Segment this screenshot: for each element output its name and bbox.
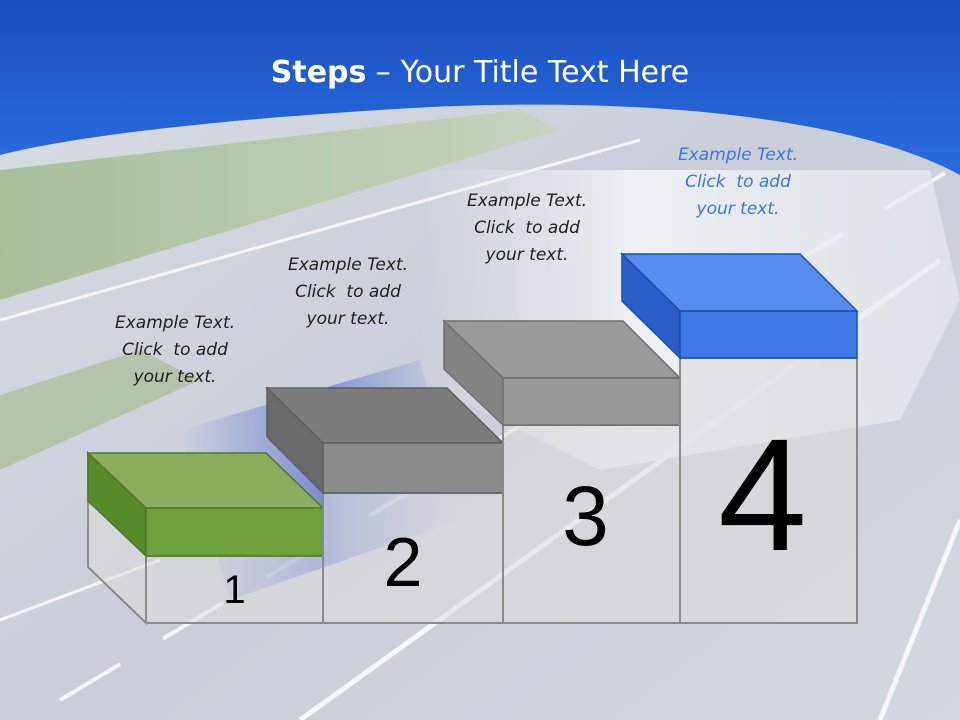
slide-title[interactable]: Steps – Your Title Text Here (0, 55, 960, 90)
step-3-block[interactable] (442, 319, 682, 624)
step-4-block[interactable] (620, 252, 859, 624)
step-2-number[interactable]: 2 (383, 523, 423, 601)
title-rest-text: – Your Title Text Here (366, 55, 690, 90)
title-bold-text: Steps (270, 55, 367, 90)
step-2-block[interactable] (265, 386, 505, 624)
step-1-block[interactable] (86, 450, 325, 626)
step-3-number[interactable]: 3 (562, 469, 609, 563)
step-4-number[interactable]: 4 (718, 405, 807, 584)
step-1-number[interactable]: 1 (223, 568, 246, 612)
